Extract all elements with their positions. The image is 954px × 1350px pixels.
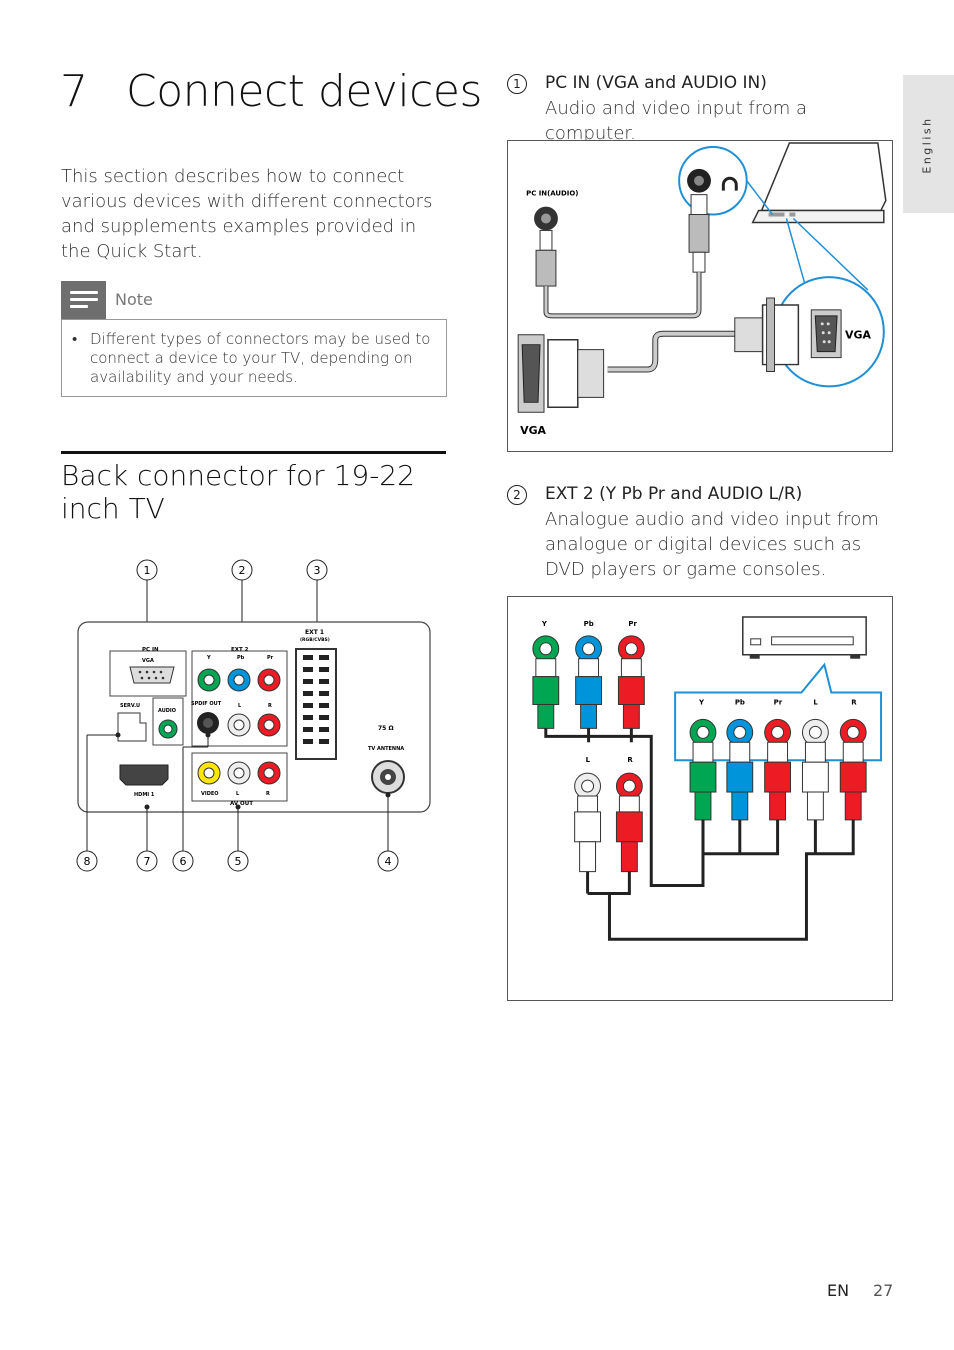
callout-1: 1 [136, 559, 158, 581]
svg-text:Pb: Pb [237, 655, 245, 661]
svg-text:VIDEO: VIDEO [201, 791, 219, 797]
svg-text:VGA: VGA [845, 329, 871, 342]
item-2-number: 2 [507, 485, 527, 505]
note-label: Note [115, 290, 153, 309]
svg-text:AV OUT: AV OUT [230, 801, 253, 807]
svg-text:7: 7 [144, 855, 151, 868]
svg-text:L: L [813, 698, 818, 706]
svg-text:L: L [238, 703, 242, 709]
callout-6: 6 [172, 850, 194, 872]
note-box: • Different types of connectors may be u… [61, 319, 447, 397]
pc-connection-figure: VGA PC IN(AUDIO) VGA [507, 140, 893, 452]
callout-8: 8 [76, 850, 98, 872]
chapter-number: 7 [60, 66, 88, 117]
svg-text:Y: Y [206, 655, 211, 661]
note-icon [61, 281, 106, 319]
svg-text:75 Ω: 75 Ω [378, 725, 394, 732]
svg-text:Pr: Pr [628, 620, 637, 628]
svg-text:3: 3 [314, 564, 321, 577]
svg-text:HDMI 1: HDMI 1 [134, 792, 155, 798]
svg-text:1: 1 [144, 564, 151, 577]
svg-text:PC IN: PC IN [142, 647, 159, 653]
note-bullet: • [72, 330, 78, 348]
svg-text:VGA: VGA [142, 658, 154, 664]
callout-5: 5 [227, 850, 249, 872]
language-label: English [920, 116, 934, 174]
svg-text:AUDIO: AUDIO [158, 708, 176, 714]
svg-text:L: L [586, 756, 591, 764]
footer-page-number: 27 [873, 1281, 894, 1300]
ext2-connection-figure: Y Pb Pr L R Y Pb Pr L R [507, 596, 893, 1001]
item-1-title: PC IN (VGA and AUDIO IN) [545, 73, 767, 93]
svg-text:L: L [236, 791, 240, 797]
svg-text:(RGB/CVBS): (RGB/CVBS) [300, 637, 330, 643]
item-1-desc: Audio and video input from a computer. [545, 98, 808, 144]
svg-text:Pr: Pr [774, 698, 783, 706]
svg-text:Pb: Pb [584, 620, 594, 628]
svg-text:R: R [268, 703, 272, 709]
back-connector-diagram: 1 2 3 PC IN VGA EXT 2 Y Pb Pr L R SPDIF … [76, 559, 431, 872]
svg-text:EXT 2: EXT 2 [231, 647, 249, 653]
item-1-number: 1 [507, 74, 527, 94]
svg-text:TV ANTENNA: TV ANTENNA [368, 746, 404, 752]
section-rule [61, 451, 446, 454]
item-2-title: EXT 2 (Y Pb Pr and AUDIO L/R) [545, 484, 803, 504]
note-text: Different types of connectors may be use… [90, 330, 431, 386]
svg-text:R: R [627, 756, 633, 764]
svg-text:Pr: Pr [267, 655, 274, 661]
footer-language: EN [827, 1281, 850, 1300]
note-header: Note [61, 281, 446, 319]
svg-text:R: R [266, 791, 270, 797]
svg-text:EXT 1: EXT 1 [305, 629, 324, 636]
svg-text:PC IN(AUDIO): PC IN(AUDIO) [526, 190, 578, 198]
item-2-desc: Analogue audio and video input from anal… [545, 509, 879, 580]
language-tab: English [903, 75, 954, 213]
svg-text:4: 4 [385, 855, 392, 868]
callout-7: 7 [136, 850, 158, 872]
svg-text:2: 2 [239, 564, 246, 577]
callout-3: 3 [306, 559, 328, 581]
chapter-title: Connect devices [126, 66, 482, 117]
svg-text:SPDIF OUT: SPDIF OUT [191, 701, 222, 707]
intro-paragraph: This section describes how to connect va… [61, 166, 433, 262]
svg-text:SERV.U: SERV.U [120, 703, 140, 709]
svg-text:VGA: VGA [520, 424, 546, 437]
callout-2: 2 [231, 559, 253, 581]
svg-text:5: 5 [235, 855, 242, 868]
svg-text:R: R [851, 698, 857, 706]
svg-text:Y: Y [698, 698, 705, 706]
svg-text:6: 6 [180, 855, 187, 868]
section-title: Back connector for 19-22 inch TV [61, 459, 415, 525]
svg-text:8: 8 [84, 855, 91, 868]
callout-4: 4 [377, 850, 399, 872]
svg-text:Y: Y [541, 620, 548, 628]
svg-text:Pb: Pb [735, 698, 745, 706]
